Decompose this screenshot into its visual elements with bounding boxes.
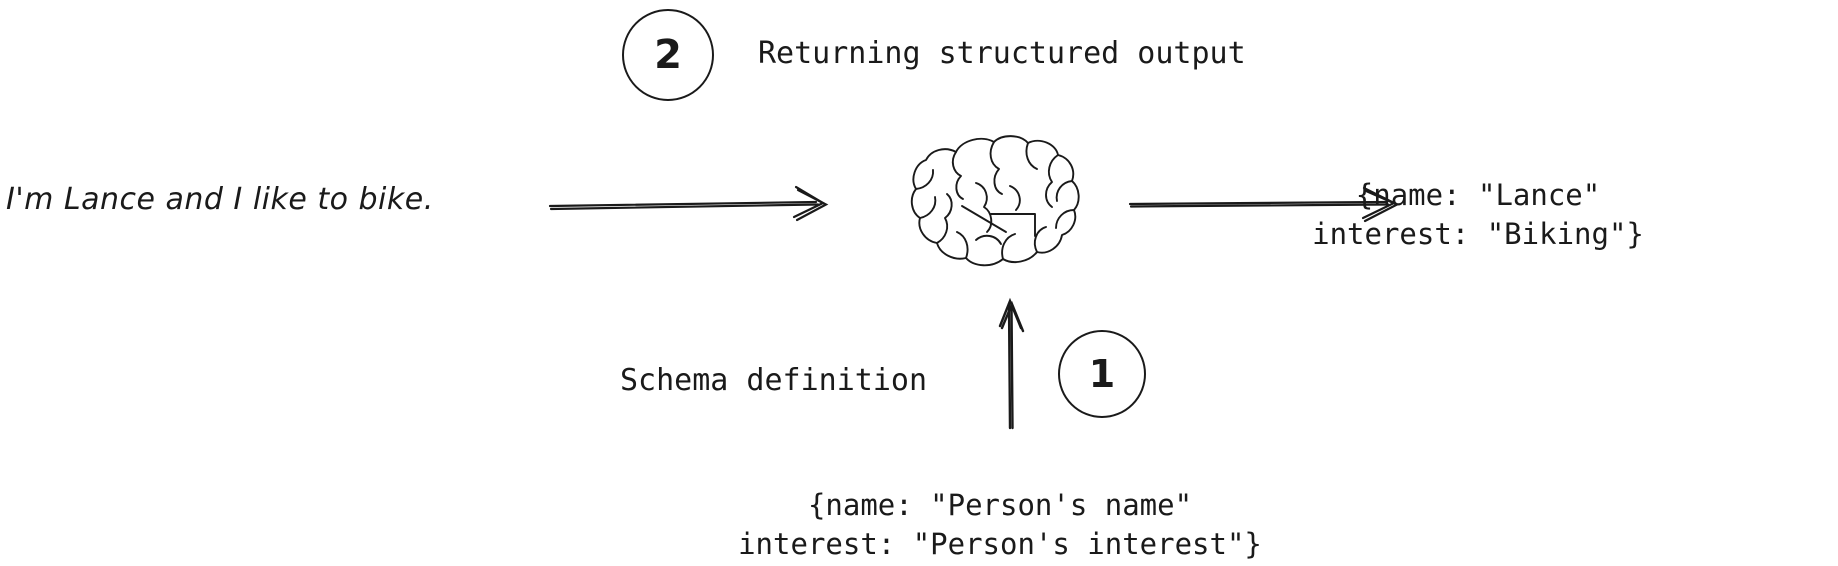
input-text: I'm Lance and I like to bike. xyxy=(6,182,434,217)
step-number-2: 2 xyxy=(654,32,682,78)
brain-to-output-arrow xyxy=(1128,180,1428,224)
step-label-schema-definition: Schema definition xyxy=(620,363,928,398)
step-marker-1: 1 xyxy=(1058,330,1146,418)
schema-json: {name: "Person's name" interest: "Person… xyxy=(738,488,1262,562)
step-marker-2: 2 xyxy=(622,9,714,101)
input-to-brain-arrow xyxy=(548,178,868,226)
step-number-1: 1 xyxy=(1088,352,1116,396)
brain-icon xyxy=(898,128,1094,280)
step-label-returning-structured-output: Returning structured output xyxy=(758,36,1246,71)
output-json: {name: "Lance" interest: "Biking"} xyxy=(1312,178,1644,252)
schema-to-brain-arrow xyxy=(994,296,1040,430)
